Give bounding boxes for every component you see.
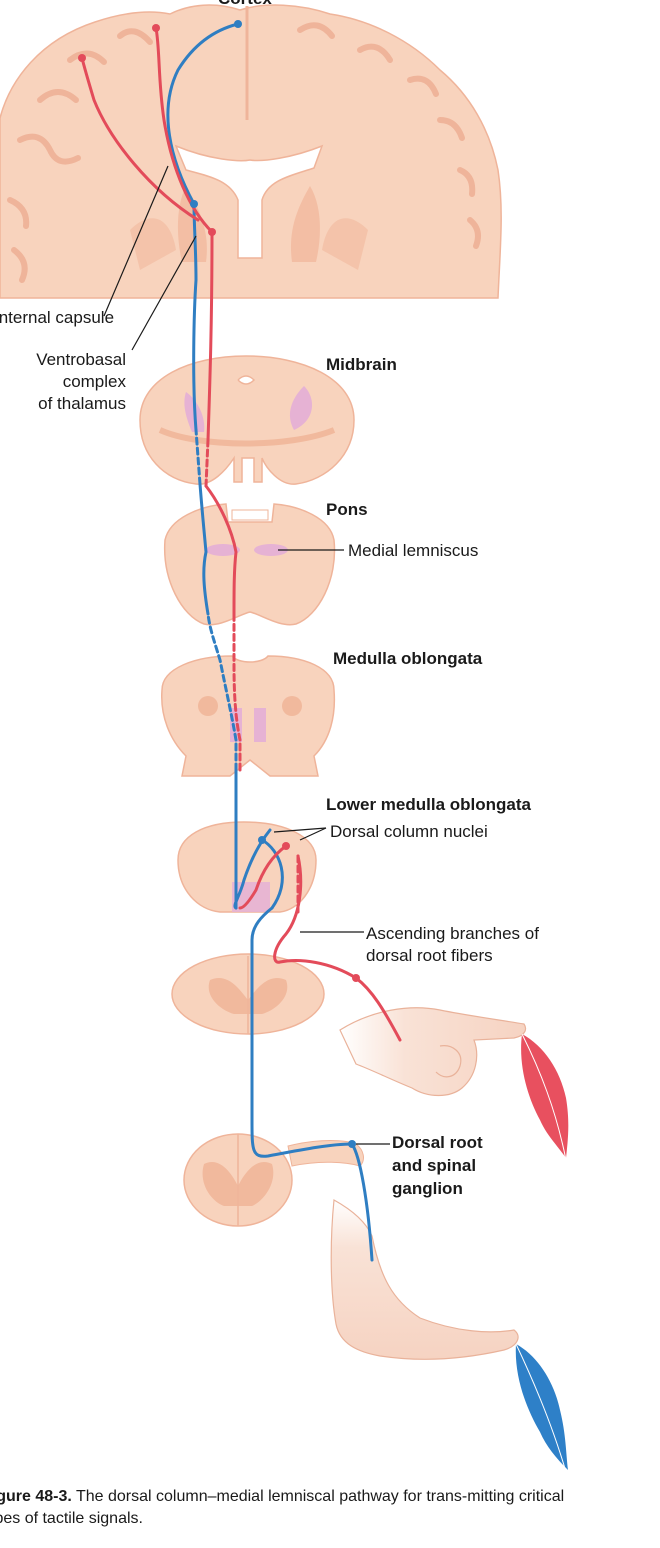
medial-lemniscus-label: Medial lemniscus [348,541,479,560]
lower-medulla-label: Lower medulla oblongata [326,795,531,814]
ventrobasal-label-1: Ventrobasal [36,350,126,369]
ventrobasal-label-2: complex [62,372,126,391]
ascending-branches-label-2: dorsal root fibers [366,946,493,965]
spinal-cord-lower [183,1133,364,1227]
figure-caption: Figure 48-3. The dorsal column–medial le… [0,1486,660,1530]
blue-feather-icon [515,1343,568,1473]
hand-icon [339,1007,527,1097]
ascending-branches-label-1: Ascending branches of [366,924,539,943]
pons-label: Pons [326,500,368,519]
lower-medulla-section [177,821,317,913]
cortex-section [0,4,502,299]
medulla-section [161,655,336,777]
red-feather-icon [521,1033,569,1161]
pons-section [163,503,336,626]
midbrain-label: Midbrain [326,355,397,374]
leader-lines [103,165,390,1145]
pathway-nodes [78,20,360,1148]
internal-capsule-label: Internal capsule [0,308,115,327]
ventrobasal-label-3: of thalamus [38,394,126,413]
drg-label-3: ganglion [392,1179,463,1198]
foot-icon [330,1199,519,1360]
spinal-cord-upper [171,953,325,1035]
drg-label-2: and spinal [392,1156,477,1175]
medulla-label: Medulla oblongata [333,649,483,668]
midbrain-section [139,355,355,485]
red-pathway [80,26,402,1042]
caption-text: The dorsal column–medial lemniscal pathw… [0,1488,565,1527]
cortex-label: Cortex [218,0,272,10]
dorsal-column-nuclei-label: Dorsal column nuclei [330,822,488,841]
caption-lead: Figure 48-3. [0,1488,72,1505]
blue-pathway [166,22,374,1262]
drg-label-1: Dorsal root [392,1133,483,1152]
